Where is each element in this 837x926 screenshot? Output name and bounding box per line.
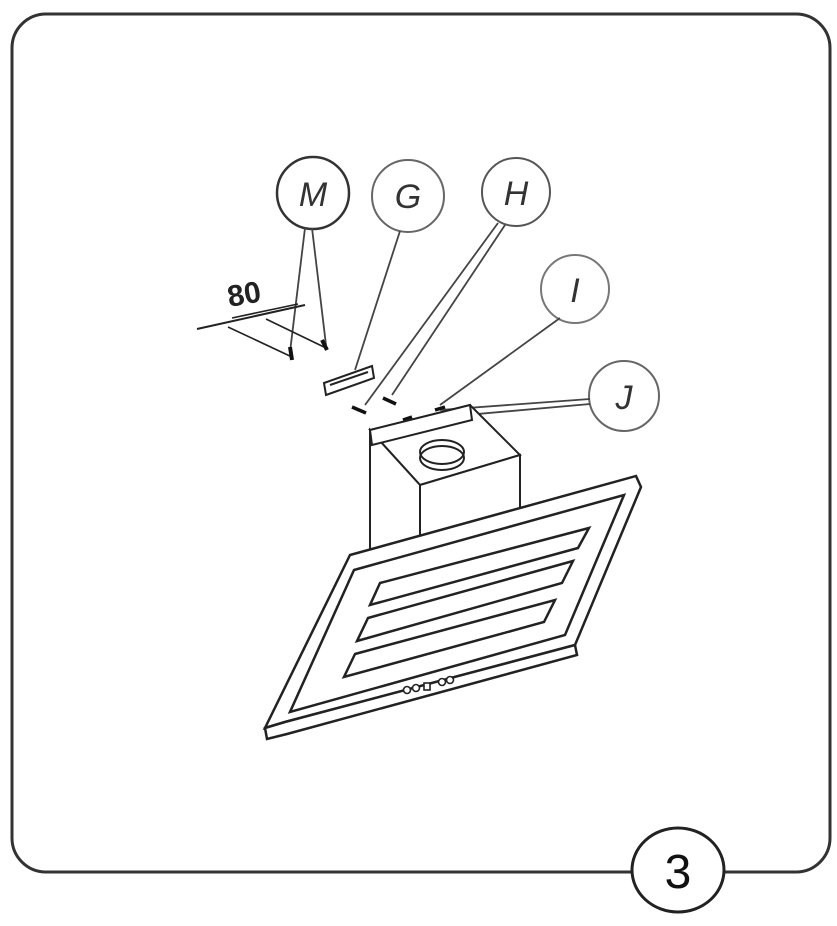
callout-j-label: J xyxy=(615,379,634,417)
callout-j: J xyxy=(588,360,660,432)
panel-frame xyxy=(10,12,832,874)
callout-i: I xyxy=(540,254,610,324)
hood-canopy xyxy=(262,474,643,741)
wall-bracket xyxy=(322,364,376,397)
screws xyxy=(351,396,446,422)
callout-i-label: I xyxy=(570,272,580,310)
leader-lines xyxy=(289,222,591,421)
dimension-label: 80 xyxy=(225,276,264,314)
exhaust-collar xyxy=(419,439,465,465)
callout-g: G xyxy=(371,159,445,233)
dimension-80: 80 xyxy=(196,276,329,361)
callout-g-label: G xyxy=(395,178,421,216)
step-badge: 3 xyxy=(630,826,728,914)
callout-m-label: M xyxy=(299,176,328,214)
control-buttons xyxy=(402,675,455,695)
callout-m: M xyxy=(275,155,351,231)
callout-h-label: H xyxy=(504,175,529,213)
step-number: 3 xyxy=(665,846,692,899)
callout-h: H xyxy=(481,157,551,227)
